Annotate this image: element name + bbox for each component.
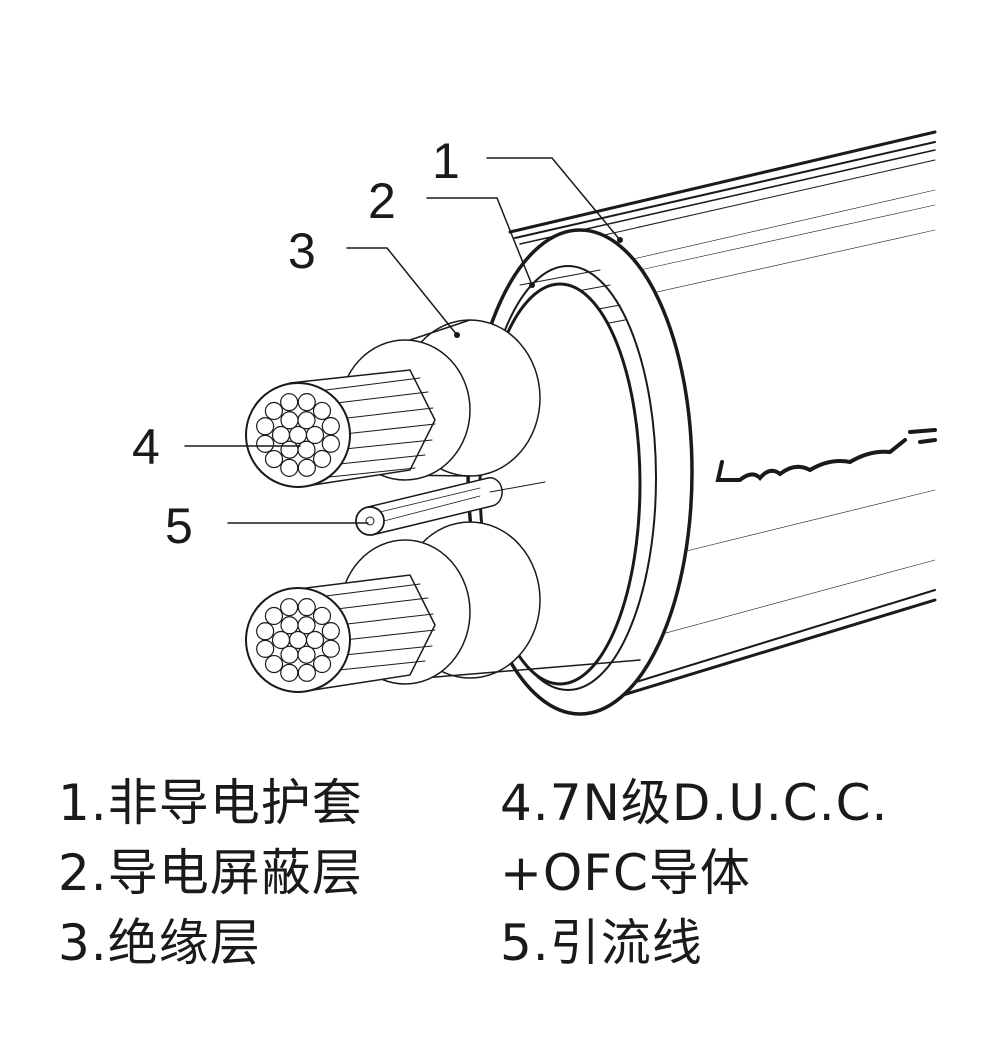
- strand: [264, 654, 284, 674]
- strand: [312, 654, 332, 674]
- strand: [256, 417, 275, 436]
- strand: [288, 630, 308, 650]
- strand: [280, 616, 299, 635]
- strand: [305, 630, 325, 650]
- strand: [312, 449, 332, 469]
- strand: [321, 622, 340, 641]
- strand: [321, 434, 340, 453]
- strand: [297, 458, 316, 477]
- legend-item-4: 4.7N级D.U.C.C.: [500, 774, 889, 832]
- strand: [256, 434, 275, 453]
- legend-item-3: 3.绝缘层: [58, 914, 261, 972]
- strand: [288, 425, 308, 445]
- strand: [297, 598, 316, 617]
- strand: [321, 417, 340, 436]
- strand: [312, 606, 332, 626]
- legend-right: 4.7N级D.U.C.C. +OFC导体 5.引流线: [500, 768, 888, 978]
- callout-2: 2: [368, 173, 396, 229]
- upper-core: [245, 319, 541, 488]
- callout-4: 4: [132, 419, 160, 475]
- strand: [271, 630, 291, 650]
- strand: [264, 606, 284, 626]
- strand: [264, 449, 284, 469]
- strand: [280, 598, 299, 617]
- strand: [280, 411, 299, 430]
- strand: [297, 616, 316, 635]
- strand: [280, 663, 299, 682]
- legend-item-1: 1.非导电护套: [58, 774, 363, 832]
- strand: [280, 393, 299, 412]
- drain-wire: [355, 477, 546, 536]
- callout-3: 3: [288, 223, 316, 279]
- strand: [297, 393, 316, 412]
- brand-logo: [715, 428, 937, 482]
- leader-lines: [184, 157, 621, 524]
- legend-left: 1.非导电护套 2.导电屏蔽层 3.绝缘层: [58, 768, 363, 978]
- strand: [297, 411, 316, 430]
- strand: [264, 401, 284, 421]
- strand: [297, 663, 316, 682]
- legend-item-5: 5.引流线: [500, 914, 703, 972]
- strand: [312, 401, 332, 421]
- legend-item-2: 2.导电屏蔽层: [58, 844, 363, 902]
- lower-core: [245, 521, 641, 693]
- callout-1: 1: [432, 133, 460, 189]
- strand: [297, 645, 316, 664]
- strand: [305, 425, 325, 445]
- strand: [256, 639, 275, 658]
- strand: [271, 425, 291, 445]
- callout-5: 5: [165, 498, 193, 554]
- strand: [280, 458, 299, 477]
- strand: [321, 639, 340, 658]
- strand: [280, 645, 299, 664]
- strand: [297, 440, 316, 459]
- legend-item-4-cont: +OFC导体: [500, 844, 751, 902]
- strand: [280, 440, 299, 459]
- strand: [256, 622, 275, 641]
